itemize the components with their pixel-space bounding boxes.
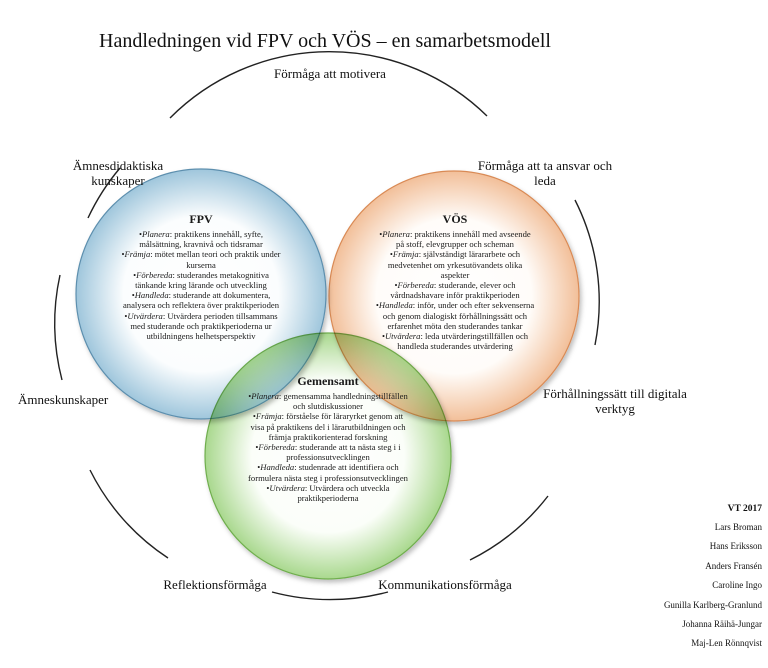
vos-item: •Planera: praktikens innehåll med avseen…	[379, 229, 531, 250]
ring-arc-upper-left	[87, 167, 121, 219]
label-amneskunskaper: Ämneskunskaper	[18, 392, 109, 407]
gemensamt-item: •Handleda: studenrade att identifiera oc…	[248, 462, 408, 483]
fpv-item: •Förbereda: studerandes metakognitiva tä…	[133, 269, 269, 291]
credit-name: Gunilla Karlberg-Granlund	[663, 599, 762, 610]
fpv-text: FPV •Planera: praktikens innehåll, syfte…	[118, 212, 284, 341]
credit-name: Maj-Len Rönnqvist	[691, 638, 762, 649]
fpv-item: •Planera: praktikens innehåll, syfte, må…	[138, 229, 264, 250]
vos-item: •Främja: självständigt lärararbete och m…	[387, 249, 523, 280]
label-ansvar-leda: Förmåga att ta ansvar och leda	[477, 158, 613, 188]
page-title: Handledningen vid FPV och VÖS – en samar…	[99, 30, 551, 52]
vos-item: •Utvärdera: leda utvärderingstillfällen …	[381, 331, 529, 352]
vos-item: •Förbereda: studerande, elever och vårdn…	[390, 280, 520, 301]
fpv-item: •Främja: mötet mellan teori och praktik …	[121, 249, 281, 270]
vos-heading: VÖS	[442, 212, 468, 226]
vos-item: •Handleda: inför, under och efter sekven…	[375, 300, 535, 331]
credit-name: Lars Broman	[714, 522, 762, 532]
credit-name: Hans Eriksson	[709, 541, 762, 552]
vos-text: VÖS •Planera: praktikens innehåll med av…	[375, 212, 535, 351]
label-reflektionsformaga: Reflektionsförmåga	[163, 577, 267, 592]
credits: VT 2017 Lars Broman Hans Eriksson Anders…	[620, 504, 762, 658]
ring-arc-upper-right	[574, 199, 600, 346]
gemensamt-item: •Utvärdera: Utvärdera och utveckla prakt…	[266, 482, 390, 504]
credit-name: Anders Fransén	[705, 560, 762, 571]
credit-name: Caroline Ingo	[712, 580, 762, 591]
outer-ring	[54, 51, 600, 601]
label-kommunikationsformaga: Kommunikationsförmåga	[378, 577, 512, 592]
gemensamt-item: •Planera: gemensamma handledningstillfäl…	[248, 391, 408, 412]
credit-name: Johanna Räihä-Jungar	[682, 618, 762, 629]
label-digitala-verktyg: Förhållningssätt till digitala verktyg	[543, 386, 687, 416]
credits-term: VT 2017	[727, 504, 762, 514]
fpv-item: •Handleda: studerande att dokumentera, a…	[122, 290, 280, 311]
ring-arc-lower-right	[469, 495, 549, 561]
label-motivera: Förmåga att motivera	[274, 66, 386, 81]
ring-arc-left	[54, 274, 63, 381]
label-amnesdidaktiska: Ämnesdidaktiska kunskaper	[72, 158, 164, 188]
fpv-item: •Utvärdera: Utvärdera perioden tillsamma…	[124, 310, 278, 342]
ring-arc-bottom	[271, 591, 389, 601]
gemensamt-text: Gemensamt •Planera: gemensamma handledni…	[246, 374, 410, 503]
ring-arc-lower-left	[89, 469, 169, 559]
gemensamt-item: •Främja: förståelse för läraryrket genom…	[250, 411, 406, 442]
fpv-heading: FPV	[189, 212, 213, 226]
gemensamt-item: •Förbereda: studerande att ta nästa steg…	[255, 442, 401, 463]
ring-arc-top	[169, 51, 488, 119]
gemensamt-heading: Gemensamt	[297, 374, 359, 388]
circle-gemensamt	[204, 332, 452, 580]
